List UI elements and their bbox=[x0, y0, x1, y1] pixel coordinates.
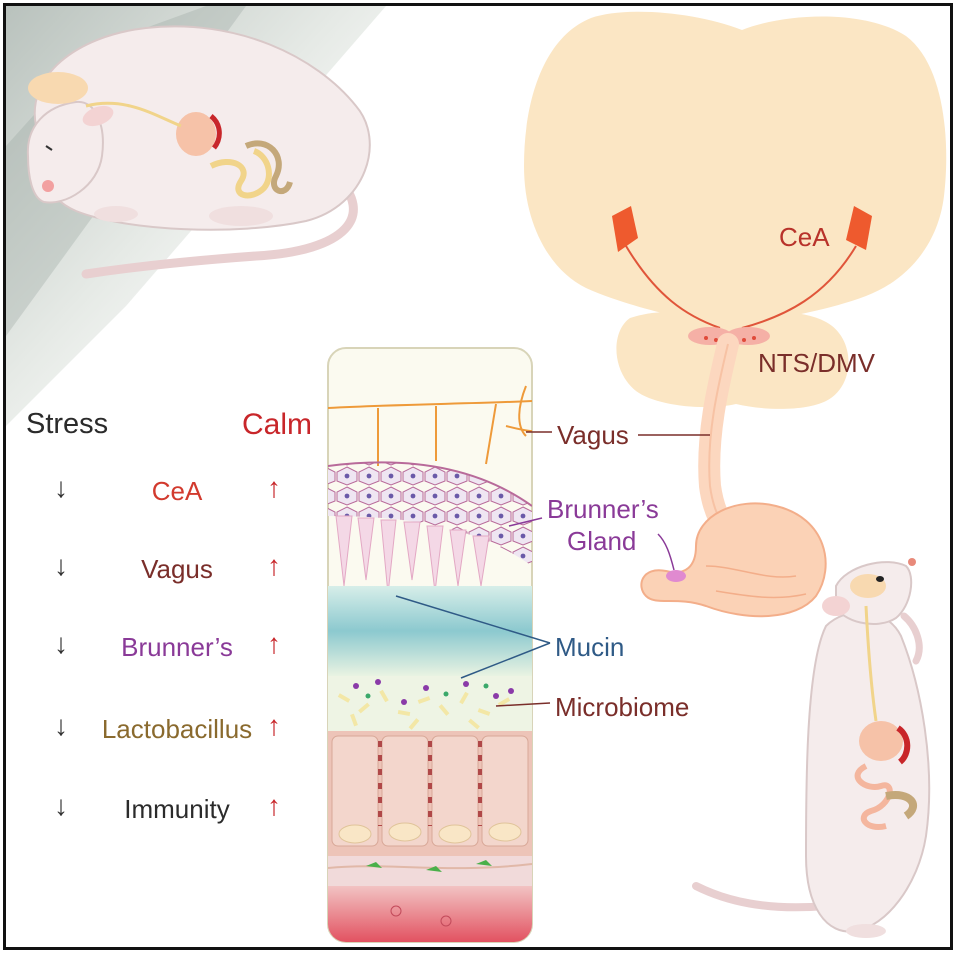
stress-label: Stress bbox=[26, 408, 109, 440]
brain bbox=[524, 11, 947, 409]
up-arrow-icon: ↑ bbox=[267, 472, 281, 503]
row-cea: ↓ CeA ↑ bbox=[6, 472, 336, 506]
calm-label: Calm bbox=[242, 408, 313, 441]
cea-brain-tag: CeA bbox=[779, 222, 830, 252]
up-arrow-icon: ↑ bbox=[267, 710, 281, 741]
leader-lines bbox=[395, 431, 710, 707]
figure-frame: Stress Calm ↓ CeA ↑ ↓ Vagus ↑ ↓ Brunner’… bbox=[3, 3, 953, 950]
up-arrow-icon: ↑ bbox=[267, 628, 281, 659]
nts-dmv-tag: NTS/DMV bbox=[758, 348, 875, 378]
row-label-lactobacillus: Lactobacillus bbox=[101, 714, 253, 744]
row-label-brunners: Brunner’s bbox=[121, 632, 233, 662]
mucin-tag: Mucin bbox=[555, 632, 625, 662]
row-vagus: ↓ Vagus ↑ bbox=[6, 550, 336, 584]
row-lactobacillus: ↓ Lactobacillus ↑ bbox=[6, 710, 336, 744]
row-label-immunity: Immunity bbox=[124, 794, 230, 824]
down-arrow-icon: ↓ bbox=[54, 628, 68, 659]
tissue-panel bbox=[327, 347, 533, 943]
up-arrow-icon: ↑ bbox=[267, 790, 281, 821]
row-label-cea: CeA bbox=[151, 476, 203, 506]
down-arrow-icon: ↓ bbox=[54, 550, 68, 581]
vagus-tag: Vagus bbox=[557, 420, 629, 450]
mouse-top-left bbox=[26, 25, 371, 279]
down-arrow-icon: ↓ bbox=[54, 790, 68, 821]
vagus-stomach bbox=[640, 333, 827, 618]
row-brunners: ↓ Brunner’s ↑ bbox=[6, 628, 336, 662]
down-arrow-icon: ↓ bbox=[54, 472, 68, 503]
brunners-gland-tag: Brunner’s bbox=[547, 494, 659, 524]
mouse-right bbox=[692, 558, 931, 938]
row-immunity: ↓ Immunity ↑ bbox=[6, 790, 336, 824]
microbiome-tag: Microbiome bbox=[555, 692, 690, 722]
brunners-gland-tag-line2: Gland bbox=[567, 526, 637, 556]
row-label-vagus: Vagus bbox=[141, 554, 213, 584]
down-arrow-icon: ↓ bbox=[54, 710, 68, 741]
up-arrow-icon: ↑ bbox=[267, 550, 281, 581]
illustration bbox=[6, 6, 947, 943]
